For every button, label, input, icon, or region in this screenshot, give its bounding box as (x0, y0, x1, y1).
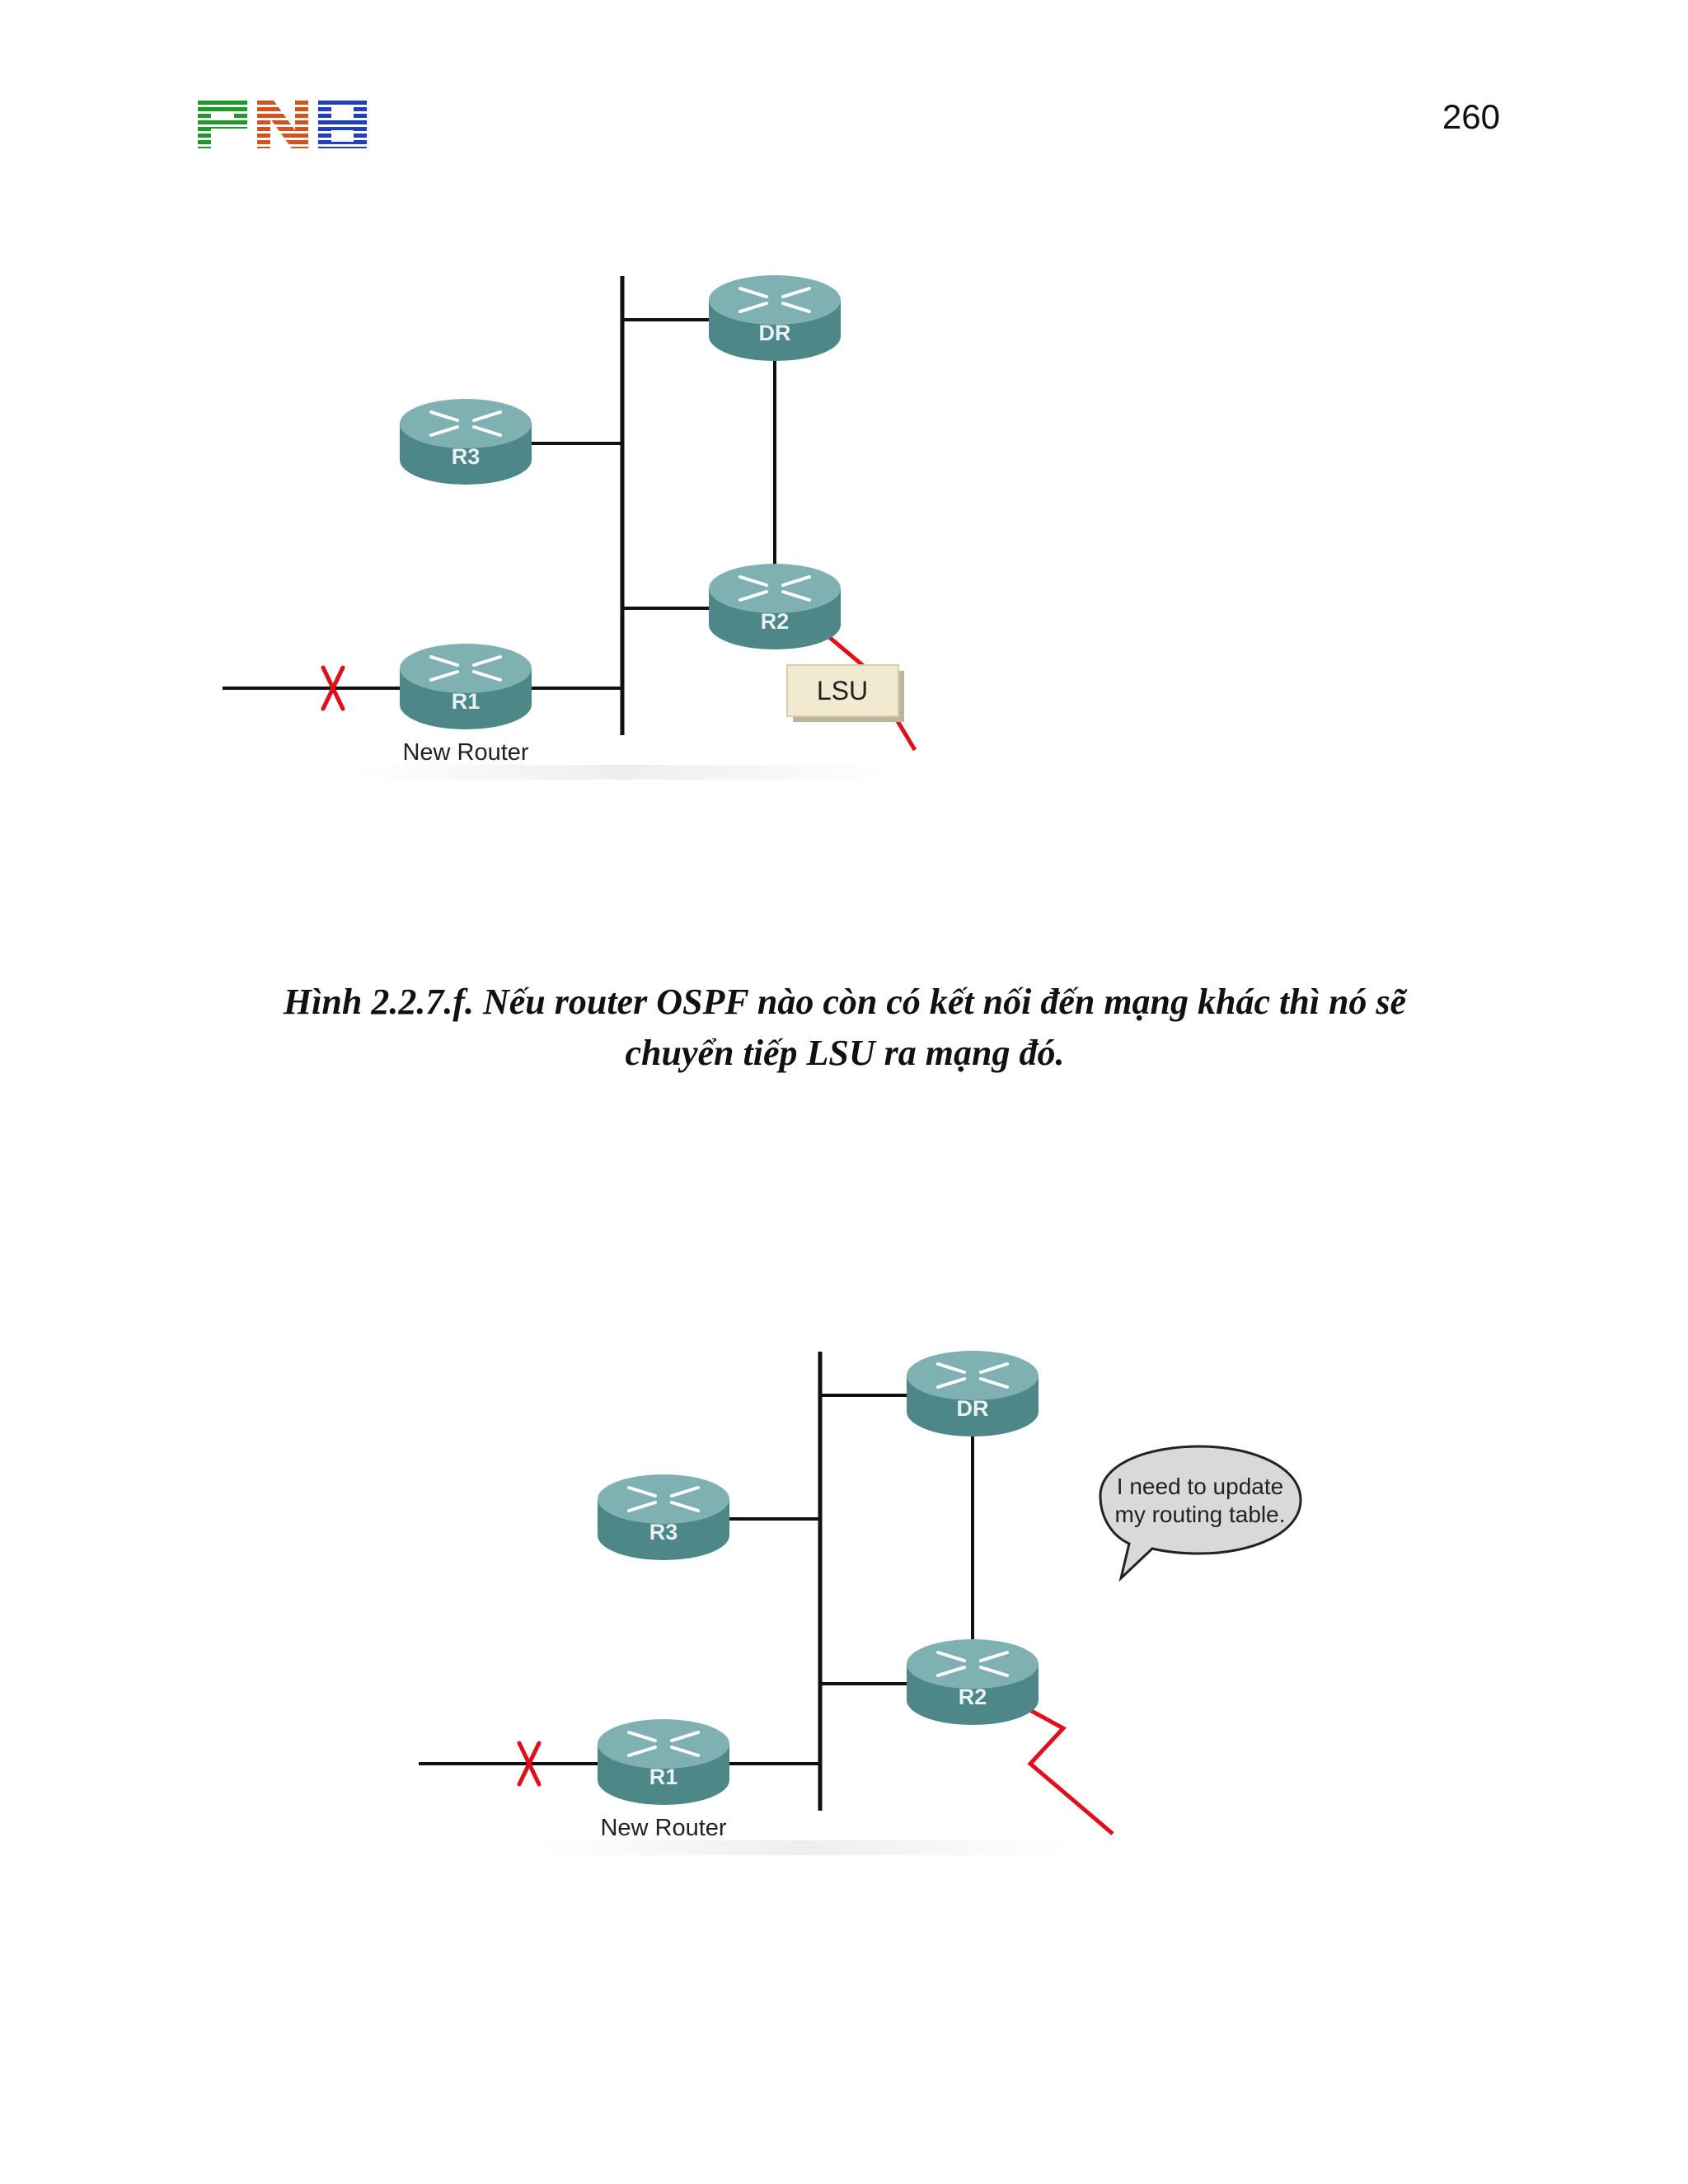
page-header: 260 (0, 0, 1688, 165)
router-r1-label: R1 (649, 1765, 678, 1789)
router-r2-label: R2 (959, 1685, 987, 1709)
link-down-x-icon (321, 665, 345, 711)
router-r1-icon: R1 (400, 644, 532, 729)
lsu-label: LSU (817, 676, 868, 705)
figure-ospf-update-table: DR R3 R2 R1 (404, 1339, 1302, 1867)
router-r2-icon: R2 (709, 564, 841, 649)
speech-line-1: I need to update (1117, 1474, 1283, 1499)
router-r1-label: R1 (452, 689, 481, 714)
router-dr-icon: DR (709, 275, 841, 361)
router-dr-icon: DR (907, 1351, 1039, 1436)
router-r2-label: R2 (761, 609, 790, 634)
network-diagram-1: DR R3 R2 R1 (223, 275, 917, 780)
lsu-packet: LSU (786, 664, 904, 722)
router-dr-label: DR (957, 1396, 989, 1421)
caption-line-2: chuyển tiếp LSU ra mạng đó. (625, 1033, 1065, 1073)
caption-line-1: Hình 2.2.7.f. Nếu router OSPF nào còn có… (283, 982, 1407, 1022)
pnh-logo-graphic (198, 101, 367, 148)
figure-caption: Hình 2.2.7.f. Nếu router OSPF nào còn có… (206, 977, 1484, 1079)
pnh-logo (198, 101, 367, 148)
new-router-label: New Router (600, 1815, 726, 1841)
router-r3-label: R3 (649, 1520, 678, 1544)
router-r2-icon: R2 (907, 1639, 1039, 1725)
network-diagram-2: DR R3 R2 R1 (419, 1351, 1302, 1855)
router-r1-icon: R1 (598, 1719, 729, 1805)
wan-serial-link-r2 (1016, 1701, 1114, 1835)
figure-ospf-lsu-forward: DR R3 R2 R1 (206, 264, 981, 791)
link-down-x-icon (517, 1741, 542, 1787)
router-r3-label: R3 (452, 444, 481, 469)
page-number: 260 (1442, 97, 1500, 136)
speech-line-2: my routing table. (1115, 1502, 1286, 1527)
router-dr-label: DR (759, 321, 791, 345)
speech-bubble: I need to update my routing table. (1099, 1445, 1302, 1582)
router-r3-icon: R3 (598, 1474, 729, 1560)
new-router-label: New Router (402, 739, 528, 766)
router-r3-icon: R3 (400, 399, 532, 485)
